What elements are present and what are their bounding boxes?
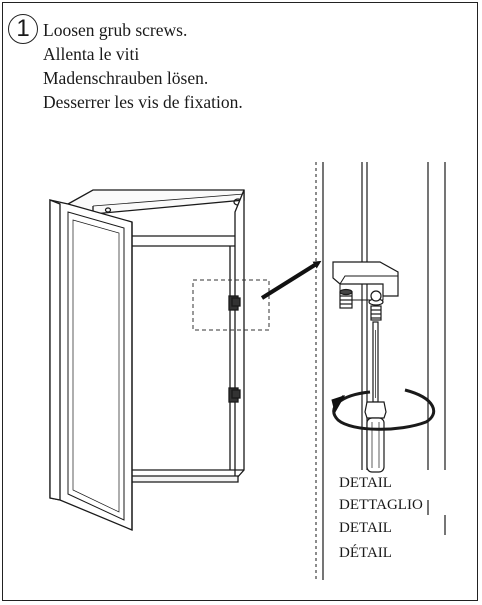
detail-label-italian: DETTAGLIO [339,497,423,513]
instruction-german: Madenschrauben lösen. [43,68,209,88]
detail-label-english: DETAIL [339,475,392,491]
hinge-highlight-box [192,279,270,331]
instruction-french: Desserrer les vis de fixation. [43,92,243,112]
page-frame [2,2,478,601]
detail-label-german: DETAIL [339,520,392,536]
instruction-italian: Allenta le viti [43,44,140,64]
instruction-english: Loosen grub screws. [43,20,188,40]
rotation-arrow-head [332,394,346,408]
step-number-badge: 1 [8,14,38,44]
detail-view-drawing [315,162,446,580]
callout-arrow [260,260,322,300]
cabinet-drawing [49,189,245,531]
detail-label-french: DÉTAIL [339,545,392,561]
